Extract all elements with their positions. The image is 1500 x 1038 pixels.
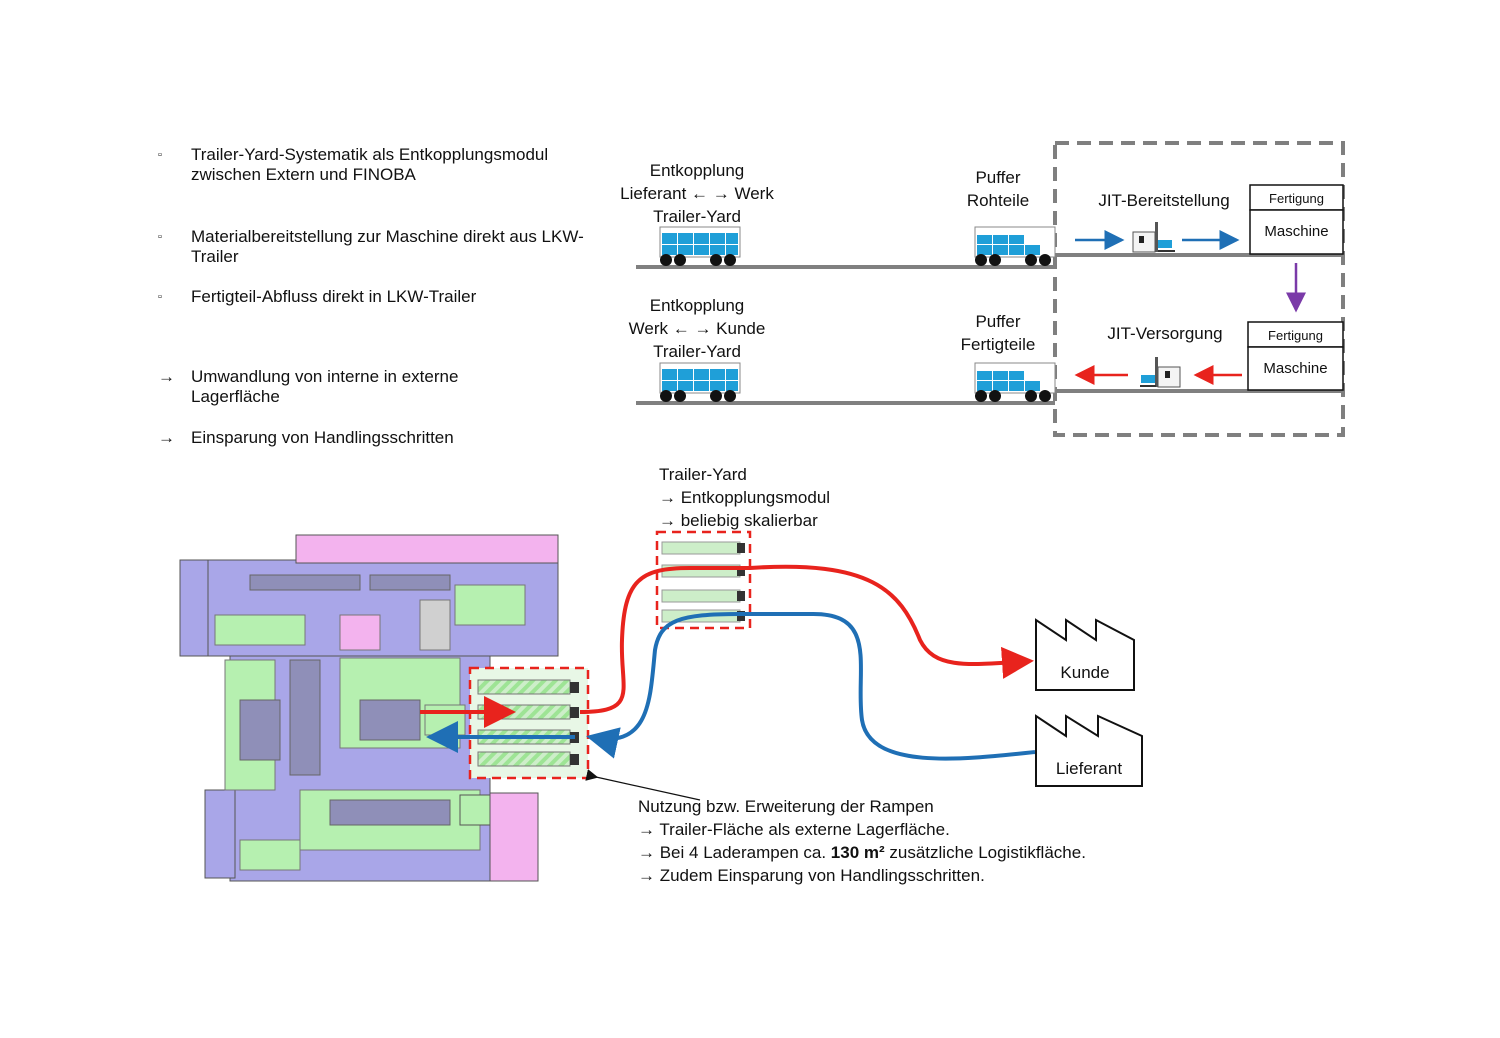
note-line: → Bei 4 Laderampen ca. 130 m² zusätzlich… bbox=[638, 841, 1086, 864]
label-line: Puffer bbox=[975, 168, 1021, 187]
label-line: Puffer bbox=[975, 312, 1021, 331]
supplier-label: Lieferant bbox=[1055, 759, 1123, 778]
forklift-icon bbox=[1140, 357, 1181, 388]
factory-boundary bbox=[1053, 141, 1345, 437]
yard-label-row2: Entkopplung Werk ← → Kunde Trailer-Yard bbox=[602, 294, 792, 363]
note-text: zusätzliche Logistikfläche. bbox=[884, 843, 1086, 862]
note-line: → Zudem Einsparung von Handlingsschritte… bbox=[638, 866, 985, 885]
ramp-note: Nutzung bzw. Erweiterung der Rampen → Tr… bbox=[638, 795, 1086, 887]
area-value: 130 m² bbox=[830, 843, 885, 862]
trailer-icon bbox=[974, 362, 1056, 402]
bullet-marker: ▫ bbox=[158, 291, 162, 303]
label-line: Lieferant ← → Werk bbox=[620, 184, 774, 203]
fertigung-label: Fertigung bbox=[1269, 191, 1324, 206]
bullet-marker: ▫ bbox=[158, 231, 162, 243]
customer-label: Kunde bbox=[1060, 663, 1110, 682]
arrow-marker: → bbox=[158, 367, 175, 386]
label-line: Rohteile bbox=[966, 191, 1030, 210]
forklift-icon bbox=[1132, 222, 1175, 253]
trailer-yard bbox=[661, 541, 745, 623]
bullet-text: Umwandlung von interne in externe Lagerf… bbox=[191, 367, 459, 406]
bullet-text: Einsparung von Handlingsschritten bbox=[191, 428, 454, 447]
jit-label-row2: JIT-Versorgung bbox=[1107, 324, 1223, 343]
label-line: Trailer-Yard bbox=[653, 207, 741, 226]
note-text: → Bei 4 Laderampen ca. bbox=[638, 843, 831, 862]
fertigung-label: Fertigung bbox=[1268, 328, 1323, 343]
buffer-label-row1: Puffer Rohteile bbox=[948, 166, 1048, 212]
factory-customer-icon bbox=[1035, 618, 1135, 691]
yard-label-row1: Entkopplung Lieferant ← → Werk Trailer-Y… bbox=[602, 159, 792, 228]
note-line: Trailer-Yard bbox=[659, 465, 747, 484]
bullet-marker: ▫ bbox=[158, 149, 162, 161]
machine-box bbox=[1249, 209, 1344, 255]
machine-label: Maschine bbox=[1264, 223, 1329, 240]
trailer-icon bbox=[974, 226, 1056, 266]
note-line: Nutzung bzw. Erweiterung der Rampen bbox=[638, 797, 934, 816]
jit-label-row1: JIT-Bereitstellung bbox=[1098, 191, 1230, 210]
factory-supplier-icon bbox=[1035, 714, 1143, 787]
outbound-route bbox=[579, 564, 1034, 714]
ramp-area-box bbox=[468, 666, 590, 780]
note-line: → Entkopplungsmodul bbox=[659, 488, 831, 507]
pointer-arrow bbox=[585, 769, 701, 801]
trailer-yard-box bbox=[655, 530, 752, 630]
trailer-yard-note: Trailer-Yard → Entkopplungsmodul → belie… bbox=[659, 463, 830, 532]
label-line: Entkopplung bbox=[649, 161, 745, 180]
trailer-icon bbox=[659, 362, 741, 402]
note-line: → Trailer-Fläche als externe Lagerfläche… bbox=[638, 820, 950, 839]
buffer-label-row2: Puffer Fertigteile bbox=[948, 310, 1048, 356]
label-line: Trailer-Yard bbox=[653, 342, 741, 361]
label-line: Fertigteile bbox=[960, 335, 1036, 354]
label-line: Werk ← → Kunde bbox=[628, 319, 766, 338]
trailer-icon bbox=[659, 226, 741, 266]
inbound-route bbox=[586, 611, 1036, 761]
machine-label: Maschine bbox=[1263, 360, 1328, 377]
note-line: → beliebig skalierbar bbox=[659, 511, 818, 530]
bullet-text: Trailer-Yard-Systematik als Entkopplungs… bbox=[191, 145, 549, 184]
label-line: Entkopplung bbox=[649, 296, 745, 315]
machine-box bbox=[1247, 346, 1344, 391]
arrow-marker: → bbox=[158, 428, 175, 447]
bullet-text: Materialbereitstellung zur Maschine dire… bbox=[191, 227, 584, 266]
bullet-text: Fertigteil-Abfluss direkt in LKW-Trailer bbox=[191, 287, 477, 306]
